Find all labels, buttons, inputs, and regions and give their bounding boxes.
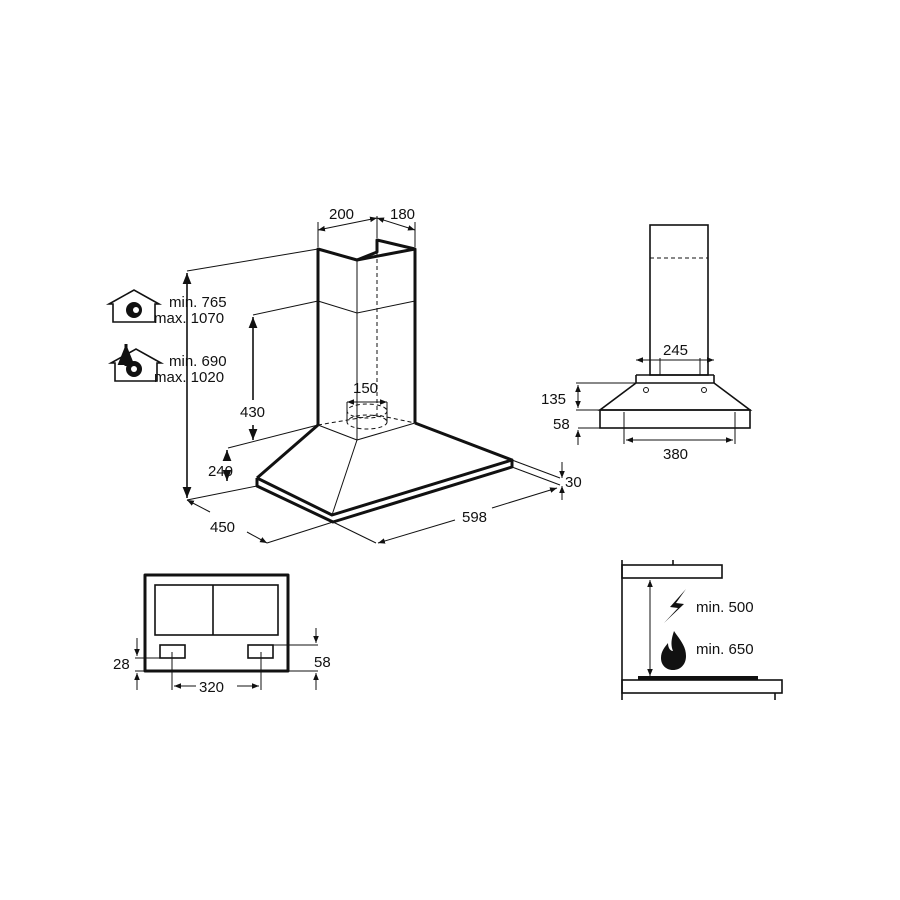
dimension-lines [182,216,565,544]
dim-top-offset: 135 [541,391,566,408]
chimney [316,238,417,440]
dim-chimney-width: 200 [329,206,354,223]
recirculation-min: min. 765 [169,294,227,311]
dim-right-offset: 58 [314,654,331,671]
dim-depth: 450 [210,519,235,536]
dim-hole-spacing: 320 [199,679,224,696]
hood-side-view: 245 135 58 380 [541,224,753,463]
dim-bottom-span: 380 [663,446,688,463]
dim-rim-height: 30 [565,474,582,491]
hood-perspective-view: 200 180 150 430 240 450 598 30 min. 765 … [105,206,582,544]
dim-chimney-depth: 180 [390,206,415,223]
clearance-electric: min. 500 [696,599,754,616]
extraction-min: min. 690 [169,353,227,370]
hood-bottom-view: 28 58 320 [113,573,331,696]
dim-width: 598 [462,509,487,526]
canopy [255,421,514,524]
dim-left-offset: 28 [113,656,130,673]
dim-chimney-lower-height: 430 [240,404,265,421]
lightning-icon [664,589,686,623]
flame-icon [661,631,686,670]
extraction-max: max. 1020 [154,369,224,386]
dim-canopy-height: 240 [208,463,233,480]
dim-chimney-bracket: 245 [663,342,688,359]
extraction-house-icon [107,344,165,382]
dim-duct-diameter: 150 [353,380,378,397]
clearance-view: min. 500 min. 650 [621,560,783,700]
duct-outlet [346,402,388,430]
clearance-gas: min. 650 [696,641,754,658]
recirculation-house-icon [105,289,163,323]
dim-lower-offset: 58 [553,416,570,433]
recirculation-max: max. 1070 [154,310,224,327]
